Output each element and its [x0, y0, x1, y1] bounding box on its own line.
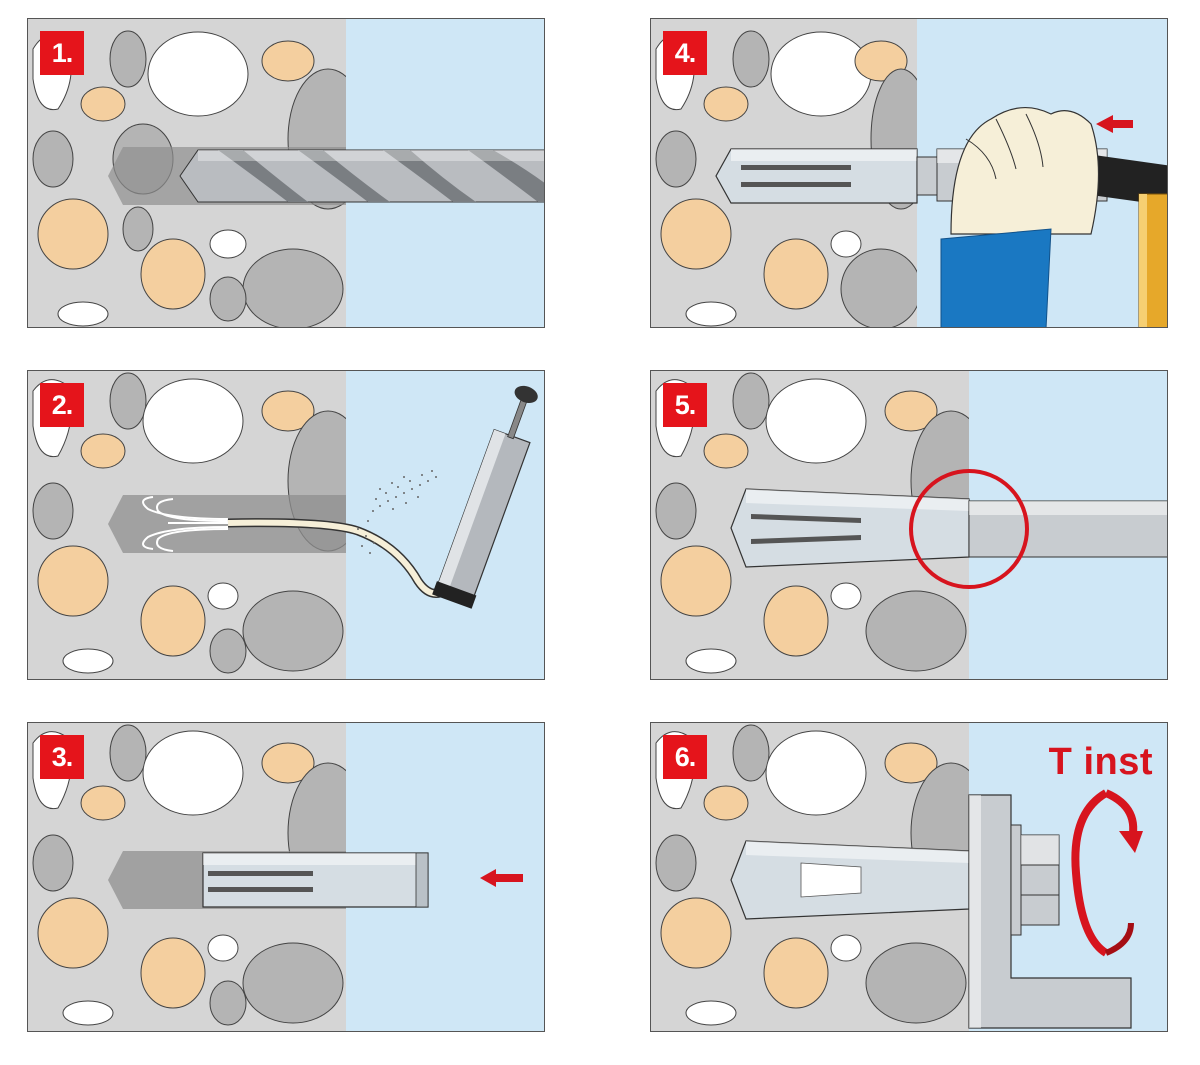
step-6-panel: 6. T inst [650, 722, 1168, 1032]
setting-mark-circle [909, 469, 1029, 589]
step-5-illustration [651, 371, 1167, 679]
anchor-sleeve [202, 852, 429, 908]
washer-and-nut [1010, 824, 1060, 936]
step-3-panel: 3. [27, 722, 545, 1032]
step-2-illustration [28, 371, 544, 679]
step-number-badge: 5. [663, 383, 707, 427]
step-number-badge: 6. [663, 735, 707, 779]
dust-cloud [357, 470, 437, 554]
step-1-illustration [28, 19, 544, 327]
step-1-panel: 1. [27, 18, 545, 328]
setting-tool [968, 500, 1167, 558]
step-number-badge: 4. [663, 31, 707, 75]
hammer-icon [1078, 153, 1167, 327]
air-region [346, 371, 544, 679]
anchor-expanded [730, 488, 970, 568]
step-4-panel: 4. [650, 18, 1168, 328]
step-number-badge: 1. [40, 31, 84, 75]
step-2-panel: 2. [27, 370, 545, 680]
push-arrow-icon [1096, 115, 1133, 133]
push-arrow-icon [480, 869, 523, 887]
hand-icon [940, 106, 1100, 327]
step-number-badge: 2. [40, 383, 84, 427]
air-flow-arrows [142, 496, 229, 552]
drill-bit-icon [179, 149, 544, 203]
step-4-illustration [651, 19, 1167, 327]
step-3-illustration [28, 723, 544, 1031]
angle-fixture [968, 794, 1132, 1029]
anchor-sleeve [715, 148, 918, 204]
step-number-badge: 3. [40, 735, 84, 779]
blow-pump-icon [227, 385, 538, 609]
rotation-arrow-icon [1071, 789, 1143, 957]
anchor-expanded [730, 840, 970, 920]
installation-torque-label: T inst [1048, 741, 1153, 783]
step-5-panel: 5. [650, 370, 1168, 680]
